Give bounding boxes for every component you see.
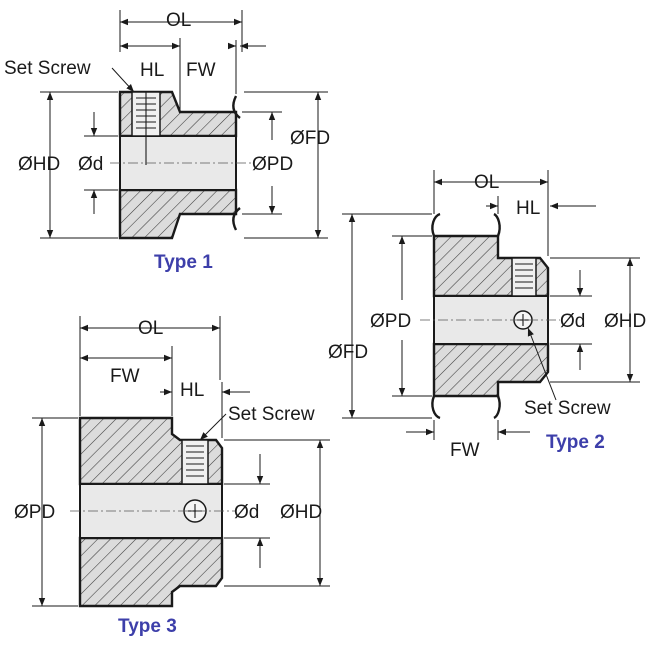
type3-hd-label: ØHD [280, 502, 322, 523]
type1-pd-label: ØPD [252, 154, 293, 175]
type1-hd-label: ØHD [18, 154, 60, 175]
type3-ol-label: OL [138, 318, 163, 339]
type2-flange-br [493, 395, 501, 420]
type2-flange-tl [431, 212, 441, 237]
type1-fd-label: ØFD [290, 128, 330, 149]
type1-ol-label: OL [166, 10, 191, 31]
type2-set-screw-label: Set Screw [524, 398, 611, 419]
type2-ol-label: OL [474, 172, 499, 193]
type1-hl-label: HL [140, 60, 164, 81]
type2-d-label: Ød [560, 311, 585, 332]
type3-hl-label: HL [180, 380, 204, 401]
type2-body-lower [432, 342, 550, 398]
type1-set-screw-label: Set Screw [4, 58, 91, 79]
type2-hd-label: ØHD [604, 311, 646, 332]
type2-flange-bl [431, 395, 441, 420]
type3-set-screw-label: Set Screw [228, 404, 315, 425]
type3-pd-label: ØPD [14, 502, 55, 523]
type2-pd-label: ØPD [370, 311, 411, 332]
type2-flange-tr [493, 212, 501, 237]
type2-label: Type 2 [546, 432, 605, 453]
type2-hl-label: HL [516, 198, 540, 219]
type1-hub-lower [118, 188, 238, 240]
type3-drawing: OL FW HL Set Screw ØPD Ød ØHD Type 3 [14, 316, 330, 637]
type3-label: Type 3 [118, 616, 177, 637]
type1-flange-bottom [232, 207, 241, 231]
type1-flange-top [232, 95, 241, 119]
type2-fd-label: ØFD [328, 342, 368, 363]
type3-d-label: Ød [234, 502, 259, 523]
type1-label: Type 1 [154, 252, 213, 273]
type1-fw-label: FW [186, 60, 216, 81]
type1-d-label: Ød [78, 154, 103, 175]
type3-body-lower [78, 536, 224, 608]
type1-drawing: OL HL FW Set Screw ØHD Ød ØPD ØFD Type 1 [4, 10, 330, 273]
type2-drawing: OL HL ØPD ØFD Ød ØHD Set Screw FW Type 2 [328, 170, 646, 461]
type3-fw-label: FW [110, 366, 140, 387]
type2-fw-label: FW [450, 440, 480, 461]
type3-set-screw [181, 439, 209, 485]
